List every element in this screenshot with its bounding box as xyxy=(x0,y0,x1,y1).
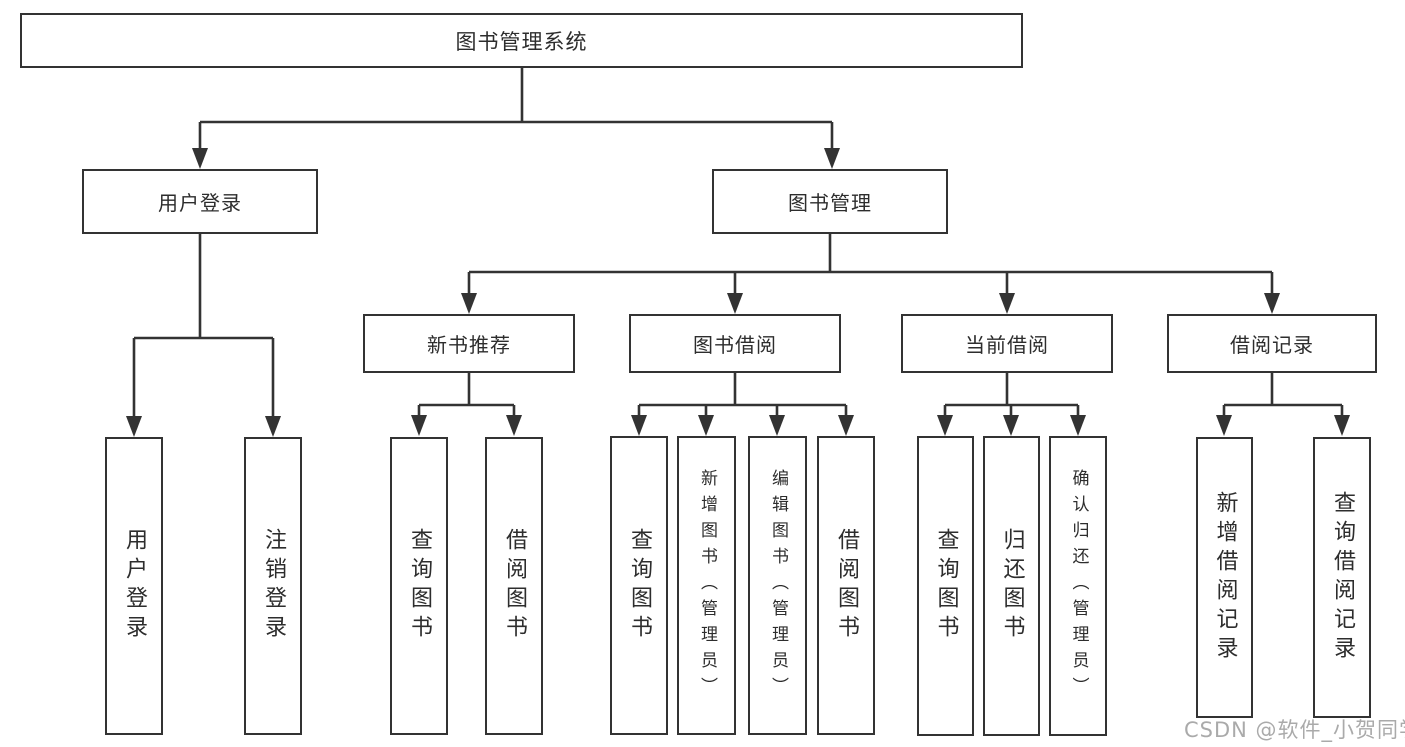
node-label: 注销登录 xyxy=(261,528,286,644)
connector-current-borrowing-branch xyxy=(943,373,1080,417)
node-label: 确认归还（管理员） xyxy=(1068,469,1089,703)
leaf-logout: 注销登录 xyxy=(244,437,302,735)
leaf-edit-books-admin: 编辑图书（管理员） xyxy=(748,436,807,735)
arrowhead xyxy=(698,415,714,436)
leaf-borrow-books-recommend: 借阅图书 xyxy=(485,437,543,735)
arrowhead xyxy=(1070,415,1086,436)
node-label: 新增图书（管理员） xyxy=(697,468,717,703)
node-library-management-system: 图书管理系统 xyxy=(20,13,1023,68)
arrowhead xyxy=(1003,415,1019,436)
node-label: 查询图书 xyxy=(407,528,432,644)
arrowhead xyxy=(461,293,477,314)
node-label: 归还图书 xyxy=(999,528,1025,644)
arrowhead xyxy=(1264,293,1280,314)
arrowhead xyxy=(631,415,647,436)
node-label: 图书借阅 xyxy=(693,333,777,357)
node-new-book-recommend: 新书推荐 xyxy=(363,314,575,373)
leaf-user-login: 用户登录 xyxy=(105,437,163,735)
arrowhead xyxy=(999,293,1015,314)
arrowhead xyxy=(1334,415,1350,436)
arrowhead xyxy=(824,148,840,169)
leaf-query-books-recommend: 查询图书 xyxy=(390,437,448,735)
node-label: 查询图书 xyxy=(933,528,959,644)
node-label: 图书管理 xyxy=(788,191,872,215)
arrowhead xyxy=(838,415,854,436)
leaf-borrow-books: 借阅图书 xyxy=(817,436,875,735)
node-label: 用户登录 xyxy=(158,191,242,215)
connector-book-borrowing-branch xyxy=(637,373,848,417)
leaf-return-books: 归还图书 xyxy=(983,436,1040,736)
connector-root-to-level2 xyxy=(198,68,834,150)
leaf-confirm-return-admin: 确认归还（管理员） xyxy=(1049,436,1107,736)
arrowhead xyxy=(769,415,785,436)
node-label: 借阅图书 xyxy=(834,527,859,644)
arrowhead xyxy=(727,293,743,314)
node-label: 借阅记录 xyxy=(1230,333,1314,357)
arrowhead xyxy=(937,415,953,436)
connector-new-book-branch xyxy=(417,373,516,417)
node-label: 用户登录 xyxy=(122,528,147,644)
node-label: 查询图书 xyxy=(627,527,652,644)
leaf-query-books-current: 查询图书 xyxy=(917,436,974,736)
node-label: 当前借阅 xyxy=(965,333,1049,357)
node-label: 新书推荐 xyxy=(427,333,511,357)
arrowhead xyxy=(265,416,281,437)
arrowhead xyxy=(1216,415,1232,436)
arrowhead xyxy=(506,415,522,436)
node-borrowing-records: 借阅记录 xyxy=(1167,314,1377,373)
connector-book-management-branch xyxy=(467,234,1274,295)
arrowhead xyxy=(126,416,142,437)
node-label: 图书管理系统 xyxy=(455,29,588,54)
node-book-management: 图书管理 xyxy=(712,169,948,234)
leaf-query-borrow-record: 查询借阅记录 xyxy=(1313,437,1371,718)
leaf-query-books-borrowing: 查询图书 xyxy=(610,436,668,735)
node-current-borrowing: 当前借阅 xyxy=(901,314,1113,373)
node-label: 编辑图书（管理员） xyxy=(768,468,788,703)
arrowhead xyxy=(411,415,427,436)
node-label: 借阅图书 xyxy=(502,528,527,644)
connector-borrowing-records-branch xyxy=(1222,373,1344,417)
node-book-borrowing: 图书借阅 xyxy=(629,314,841,373)
node-label: 查询借阅记录 xyxy=(1330,490,1355,665)
leaf-add-borrow-record: 新增借阅记录 xyxy=(1196,437,1253,718)
leaf-add-books-admin: 新增图书（管理员） xyxy=(677,436,736,735)
node-user-login: 用户登录 xyxy=(82,169,318,234)
connector-user-login-branch xyxy=(132,234,275,418)
node-label: 新增借阅记录 xyxy=(1212,490,1238,665)
csdn-watermark: CSDN @软件_小贺同学 xyxy=(1184,718,1405,742)
arrowhead xyxy=(192,148,208,169)
